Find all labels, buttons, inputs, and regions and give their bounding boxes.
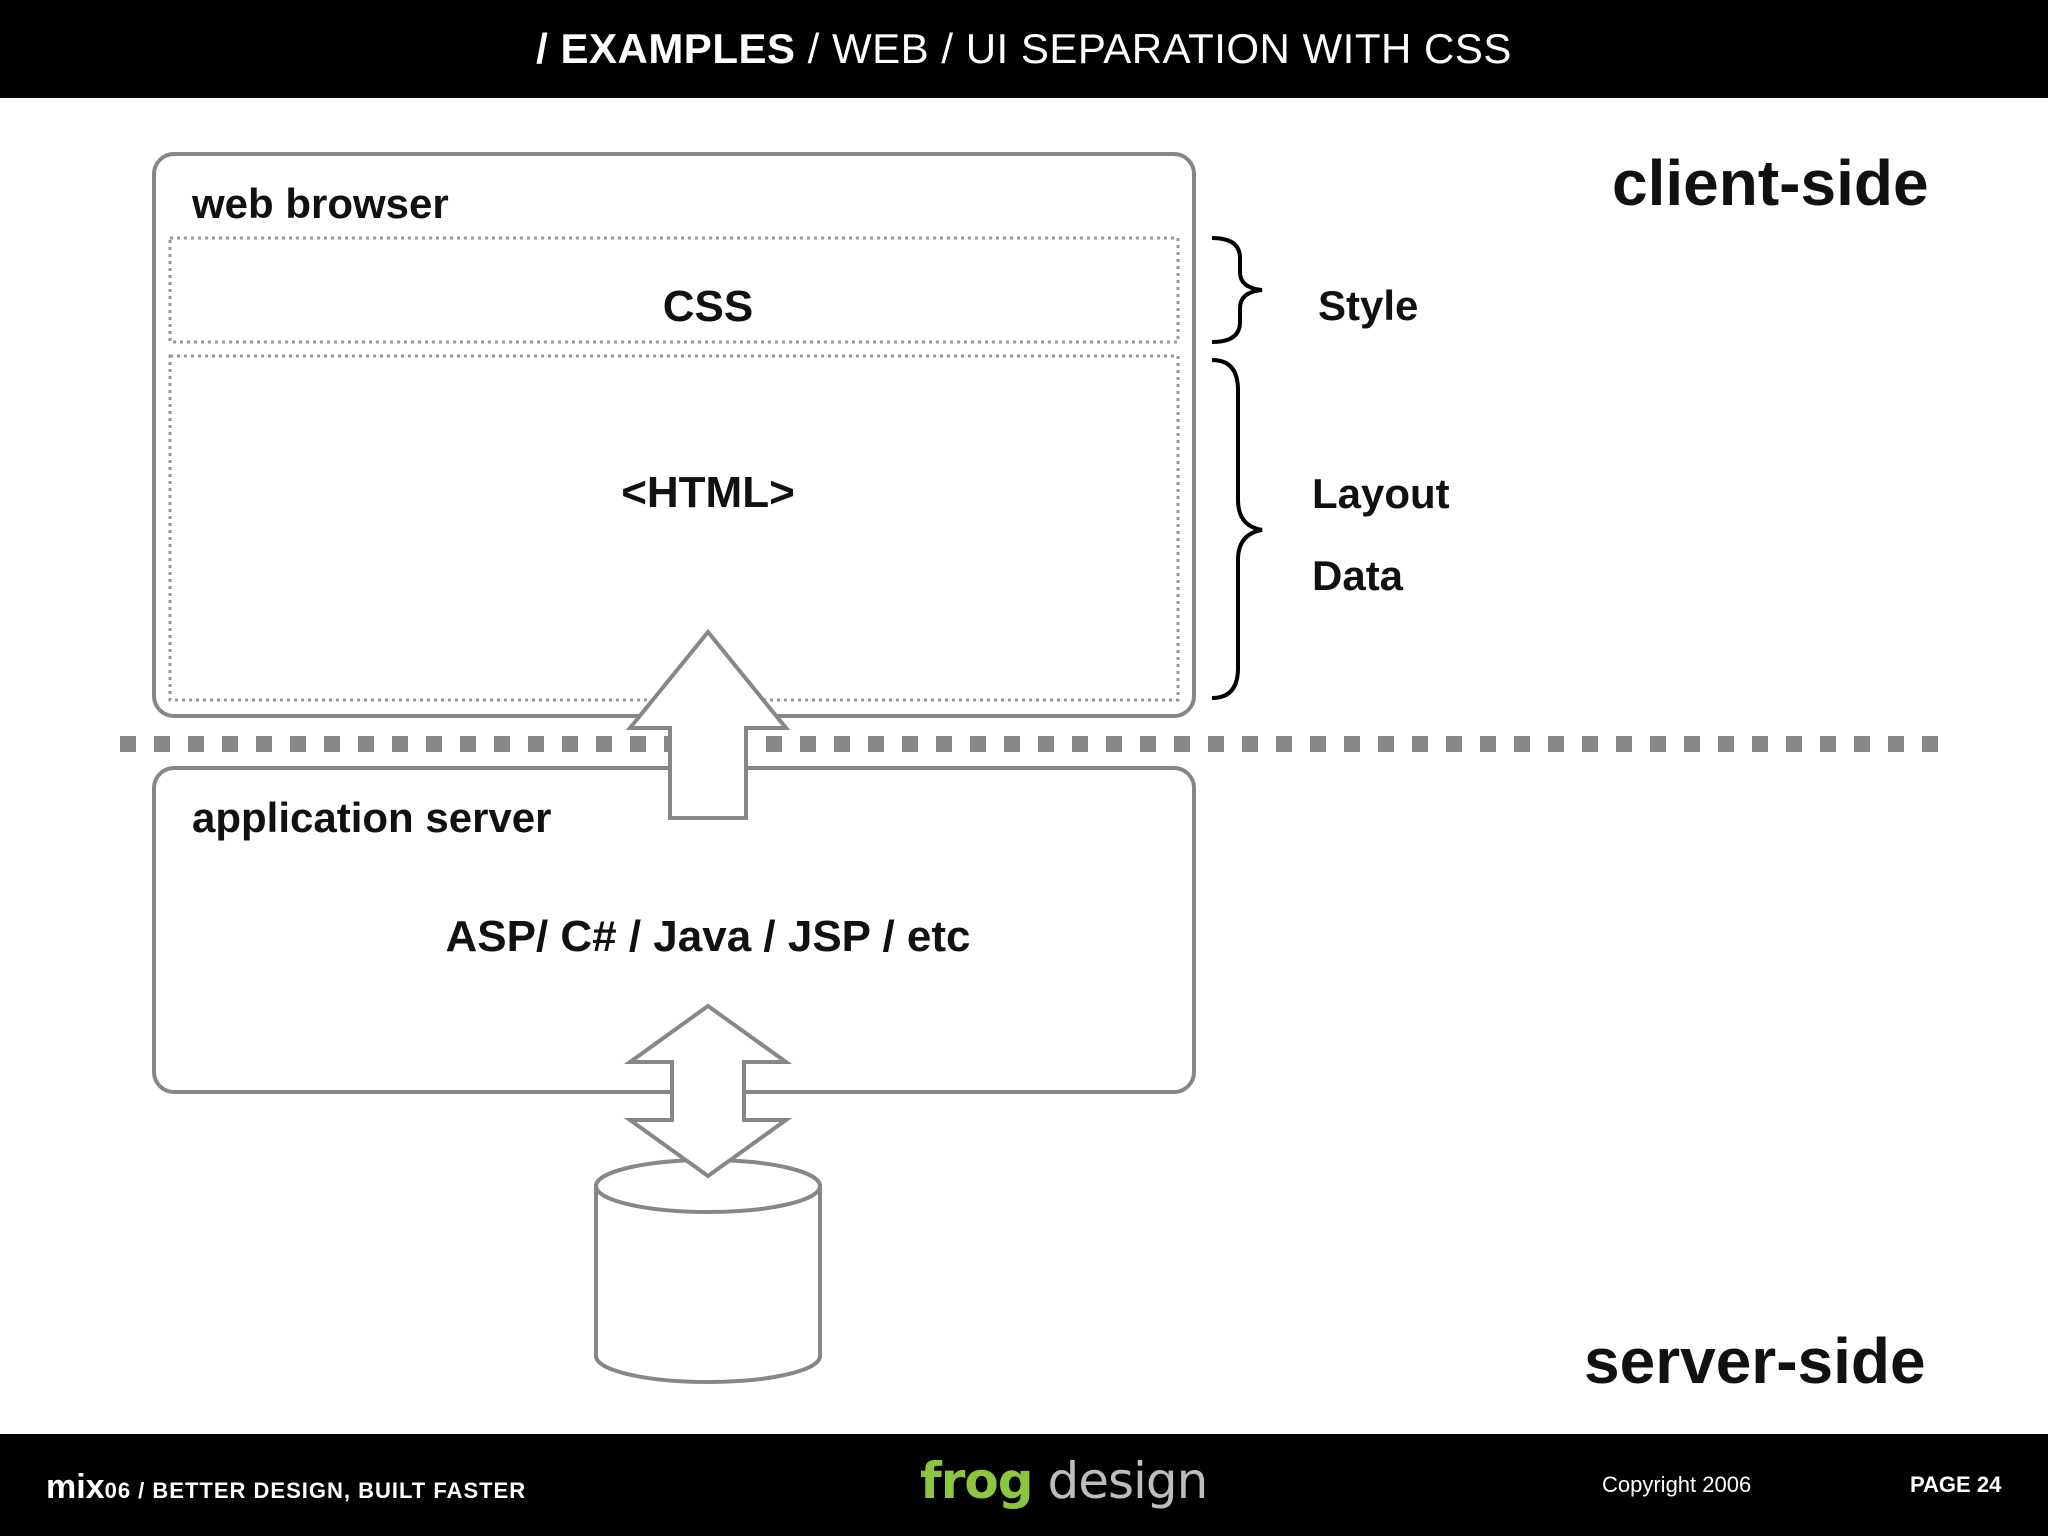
data-label: Data	[1312, 552, 1404, 599]
header-title-section: / EXAMPLES	[536, 25, 796, 72]
page-number: PAGE 24	[1910, 1472, 2002, 1497]
application-server-tech: ASP/ C# / Java / JSP / etc	[445, 912, 971, 961]
css-label: CSS	[662, 282, 754, 331]
slide-footer: mix06 / BETTER DESIGN, BUILT FASTER frog…	[0, 1434, 2048, 1536]
style-label: Style	[1318, 282, 1419, 329]
database-icon	[594, 1158, 822, 1384]
layout-data-brace-icon	[1211, 358, 1263, 700]
bidirectional-arrow-icon	[623, 1003, 793, 1179]
event-tagline: mix06 / BETTER DESIGN, BUILT FASTER	[46, 1468, 526, 1507]
client-side-label: client-side	[1612, 147, 1929, 219]
copyright-text: Copyright 2006	[1602, 1472, 1752, 1497]
application-server-title: application server	[192, 794, 552, 841]
style-brace-icon	[1211, 236, 1263, 344]
event-tagline-text: 06 / BETTER DESIGN, BUILT FASTER	[104, 1478, 527, 1503]
server-side-label: server-side	[1584, 1325, 1926, 1397]
mix-logo: mix	[46, 1468, 105, 1506]
frog-design-logo: frog design	[920, 1452, 1208, 1510]
css-region	[168, 236, 1180, 344]
html-label: <HTML>	[621, 468, 795, 517]
frog-logo-word: frog	[920, 1452, 1034, 1510]
up-arrow-icon	[625, 628, 791, 820]
web-browser-title: web browser	[192, 180, 449, 227]
layout-label: Layout	[1312, 470, 1450, 517]
header-title-topic: / WEB / UI SEPARATION WITH CSS	[795, 25, 1512, 72]
slide-header: / EXAMPLES / WEB / UI SEPARATION WITH CS…	[0, 0, 2048, 98]
design-logo-word: design	[1032, 1452, 1208, 1510]
